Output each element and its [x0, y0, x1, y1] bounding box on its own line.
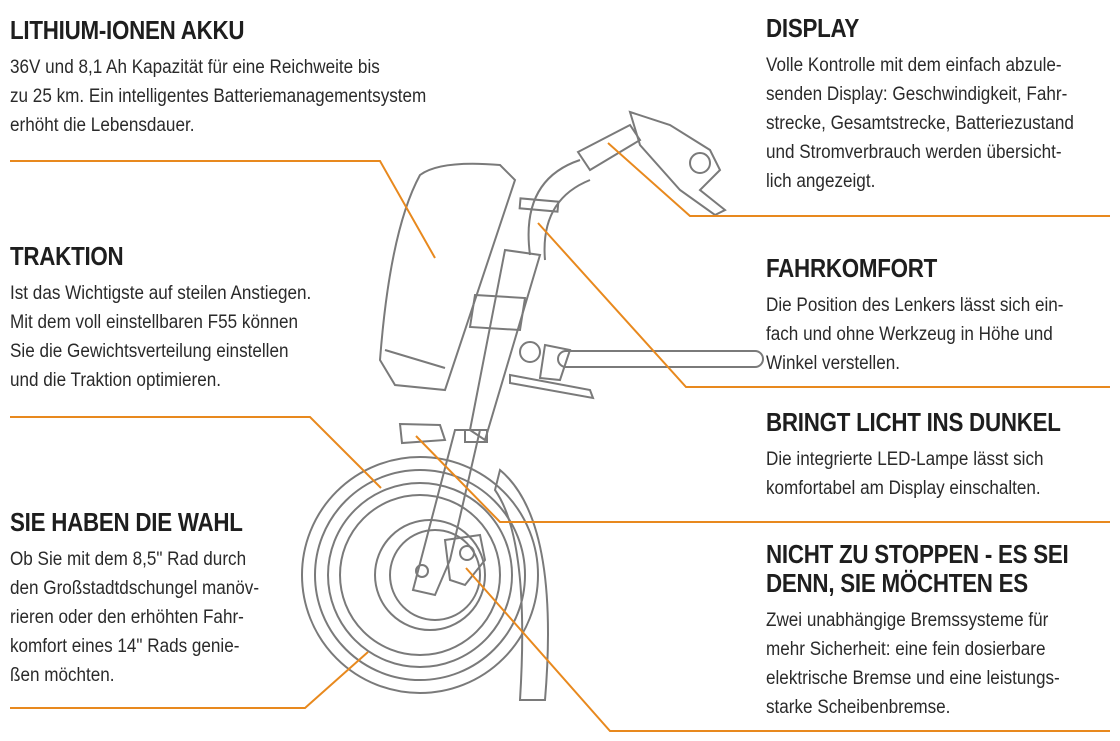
callout-line-licht [415, 435, 1110, 523]
section-title: BRINGT LICHT INS DUNKEL [766, 407, 1061, 437]
section-title: NICHT ZU STOPPEN - ES SEI DENN, SIE MÖCH… [766, 539, 1069, 598]
section-title: SIE HABEN DIE WAHL [10, 507, 243, 537]
section-text: Ob Sie mit dem 8,5" Rad durch den Großst… [10, 549, 260, 686]
section-title: LITHIUM-IONEN AKKU [10, 15, 245, 45]
section-text: Ist das Wichtigste auf steilen Anstiegen… [10, 283, 312, 391]
section-title: DISPLAY [766, 13, 860, 43]
display-unit [628, 110, 727, 217]
callout-line-display [607, 142, 1110, 217]
section-bremse: NICHT ZU STOPPEN - ES SEI DENN, SIE MÖCH… [766, 540, 1120, 722]
section-display: DISPLAY Volle Kontrolle mit dem einfach … [766, 14, 1120, 196]
callout-line-bremse [465, 567, 1110, 732]
section-text: Zwei unabhängige Bremssysteme für mehr S… [766, 610, 1060, 718]
callout-lines [10, 142, 1110, 732]
callout-line-akku [10, 160, 436, 259]
handbike-drawing [301, 110, 764, 701]
section-akku: LITHIUM-IONEN AKKU 36V und 8,1 Ah Kapazi… [10, 16, 570, 140]
callout-line-wahl [10, 651, 369, 709]
section-title: FAHRKOMFORT [766, 253, 938, 283]
fender [493, 468, 549, 701]
section-title: TRAKTION [10, 241, 124, 271]
stem [468, 248, 542, 442]
section-fahrkomfort: FAHRKOMFORT Die Position des Lenkers läs… [766, 254, 1120, 378]
section-text: Die integrierte LED-Lampe lässt sich kom… [766, 449, 1044, 499]
section-licht: BRINGT LICHT INS DUNKEL Die integrierte … [766, 408, 1120, 503]
callout-line-fahrkomfort [537, 222, 1110, 388]
section-text: 36V und 8,1 Ah Kapazität für eine Reichw… [10, 57, 427, 136]
adjust-knob [519, 341, 541, 363]
section-text: Volle Kontrolle mit dem einfach abzule- … [766, 55, 1074, 192]
callout-line-traktion [10, 416, 382, 489]
led-lamp [398, 422, 447, 445]
battery [378, 162, 517, 392]
section-wahl: SIE HABEN DIE WAHL Ob Sie mit dem 8,5" R… [10, 508, 570, 690]
brake-caliper [443, 533, 487, 587]
section-text: Die Position des Lenkers lässt sich ein-… [766, 295, 1064, 374]
section-traktion: TRAKTION Ist das Wichtigste auf steilen … [10, 242, 570, 395]
hand-grip [557, 350, 764, 368]
front-wheel [301, 456, 539, 694]
